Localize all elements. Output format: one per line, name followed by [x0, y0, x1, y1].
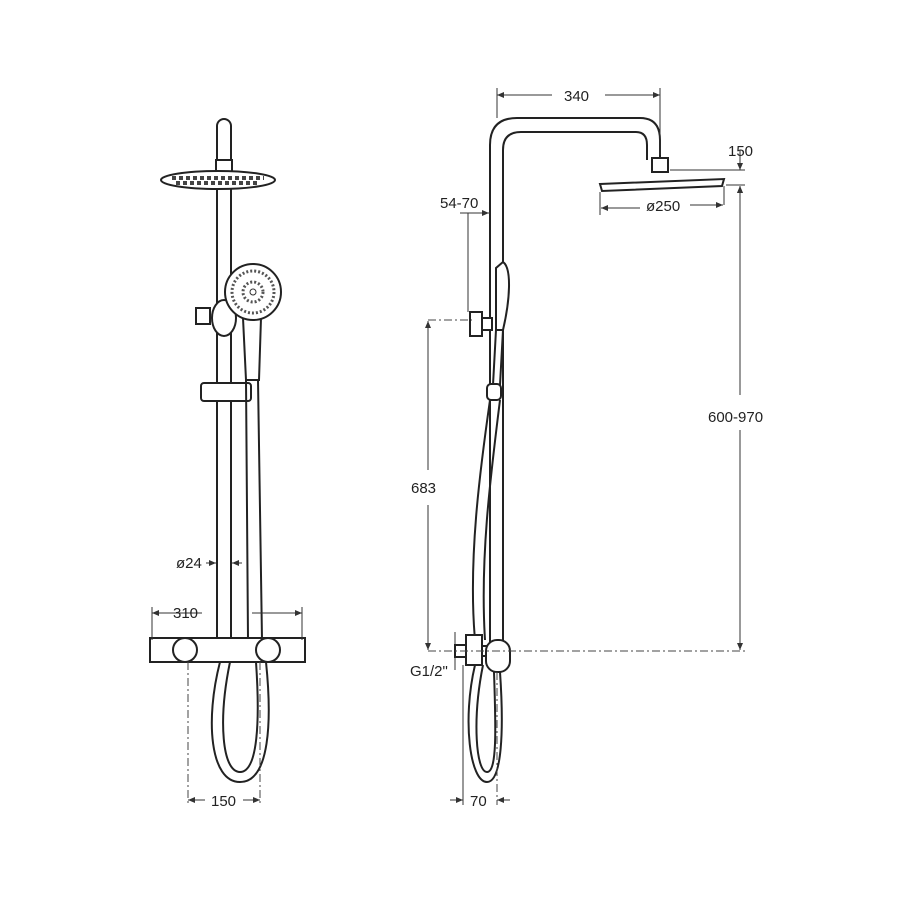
hose-upper: [245, 379, 263, 641]
dim-hose-spacing: 150: [211, 793, 236, 810]
wall-bracket-plate: [469, 311, 483, 337]
column-arm-outer: [489, 117, 661, 642]
dim-inlet-offset: 70: [470, 793, 487, 810]
slider-knob: [195, 307, 211, 325]
hand-shower-inner-ring: [241, 280, 265, 304]
dim-head-diameter: ø250: [646, 198, 680, 215]
dim-wall-distance: 54-70: [440, 195, 478, 212]
front-view: 310 ø24 150: [149, 118, 306, 810]
rain-head-nozzles: [172, 176, 264, 185]
hand-shower-nozzle-ring: [230, 269, 276, 315]
dim-height-adjust: 600-970: [708, 409, 763, 426]
wall-bracket-arm: [481, 317, 493, 331]
side-view: 340 150 ø250 54-70 600-970 683 G1/2" 70: [410, 88, 763, 810]
thermostat-knob-right: [255, 637, 281, 663]
thermostat-body-side: [485, 639, 511, 673]
hand-shower-handle: [241, 317, 263, 381]
dim-extension-lines: [670, 169, 745, 186]
dim-width-total: 310: [173, 605, 198, 622]
dim-extension-lines: [460, 212, 490, 312]
dim-head-drop: 150: [728, 143, 753, 160]
thermostat-knob-left: [172, 637, 198, 663]
hose-holder-side: [486, 383, 502, 401]
dim-inlet-thread: G1/2": [410, 663, 448, 680]
hose-loop-outer: [210, 661, 270, 784]
hand-shower-center: [249, 288, 257, 296]
hand-shower-side: [495, 260, 511, 331]
hand-shower-handle-side: [492, 329, 504, 386]
head-swivel: [651, 157, 669, 173]
hose-loop-side: [467, 664, 503, 784]
dim-extension-lines: [599, 186, 725, 215]
wall-union: [465, 634, 483, 666]
center-lines: [187, 662, 261, 805]
rain-head-side: [598, 177, 726, 193]
dim-arm-length: 340: [564, 88, 589, 105]
dim-column-diameter: ø24: [176, 555, 202, 572]
dim-bracket-height: 683: [411, 480, 436, 497]
hose-loop-inner: [222, 661, 259, 774]
column-arm-inner: [502, 131, 648, 642]
hose-side-upper: [471, 399, 501, 641]
hose-holder: [200, 382, 252, 402]
column-pipe: [216, 118, 232, 660]
